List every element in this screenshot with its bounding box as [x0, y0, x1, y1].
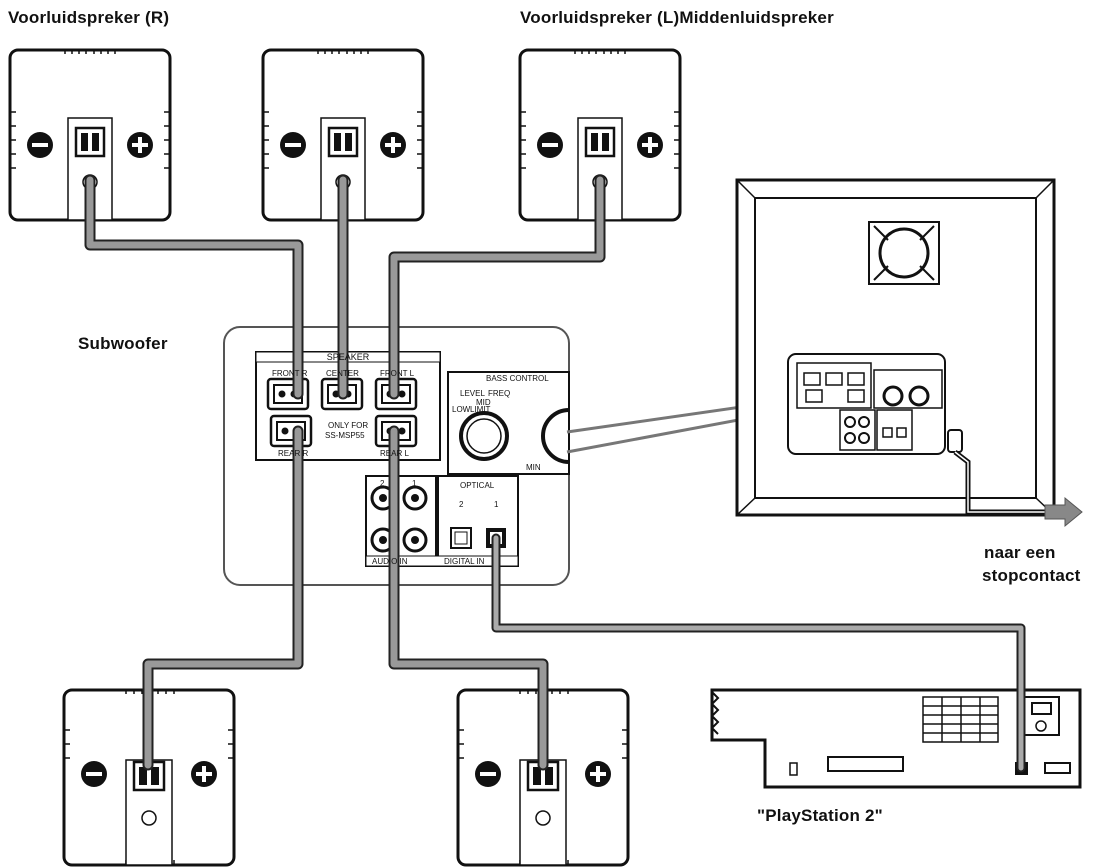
front-right-speaker-label: Voorluidspreker (R) — [8, 8, 170, 27]
center-label: CENTER — [326, 369, 359, 378]
playstation-label: "PlayStation 2" — [757, 806, 883, 825]
low-label: LOW — [452, 405, 471, 414]
arrow-right-icon — [1044, 496, 1083, 528]
analog-2-label: 2 — [380, 479, 385, 488]
outlet-label-line1: naar een — [984, 543, 1056, 562]
optical-2-label: 2 — [459, 500, 464, 509]
digital-in-label: DIGITAL IN — [444, 557, 485, 566]
bass-control-label: BASS CONTROL — [486, 374, 549, 383]
limit-label: LIMIT — [470, 405, 491, 414]
freq-label: FREQ — [488, 389, 510, 398]
optical-label: OPTICAL — [460, 481, 495, 490]
subwoofer-label: Subwoofer — [78, 334, 168, 353]
rear-r-label: REAR R — [278, 449, 308, 458]
optical-1-label: 1 — [494, 500, 499, 509]
audio-in-label: AUDIO IN — [372, 557, 408, 566]
speaker-cables — [84, 174, 1026, 773]
speaker-header-label: SPEAKER — [327, 352, 370, 362]
outlet-label-line2: stopcontact — [982, 566, 1081, 585]
only-for-label: ONLY FOR — [328, 421, 368, 430]
analog-1-label: 1 — [412, 479, 417, 488]
mid-label: MID — [476, 398, 491, 407]
digital-in-block — [437, 475, 519, 567]
front-r-label: FRONT R — [272, 369, 308, 378]
front-left-center-speaker-label: Voorluidspreker (L)Middenluidspreker — [520, 8, 834, 27]
level-label: LEVEL — [460, 389, 485, 398]
min-label: MIN — [526, 463, 541, 472]
playstation-console — [710, 688, 1082, 789]
rear-l-label: REAR L — [380, 449, 409, 458]
front-l-label: FRONT L — [380, 369, 415, 378]
model-label: SS-MSP55 — [325, 431, 365, 440]
